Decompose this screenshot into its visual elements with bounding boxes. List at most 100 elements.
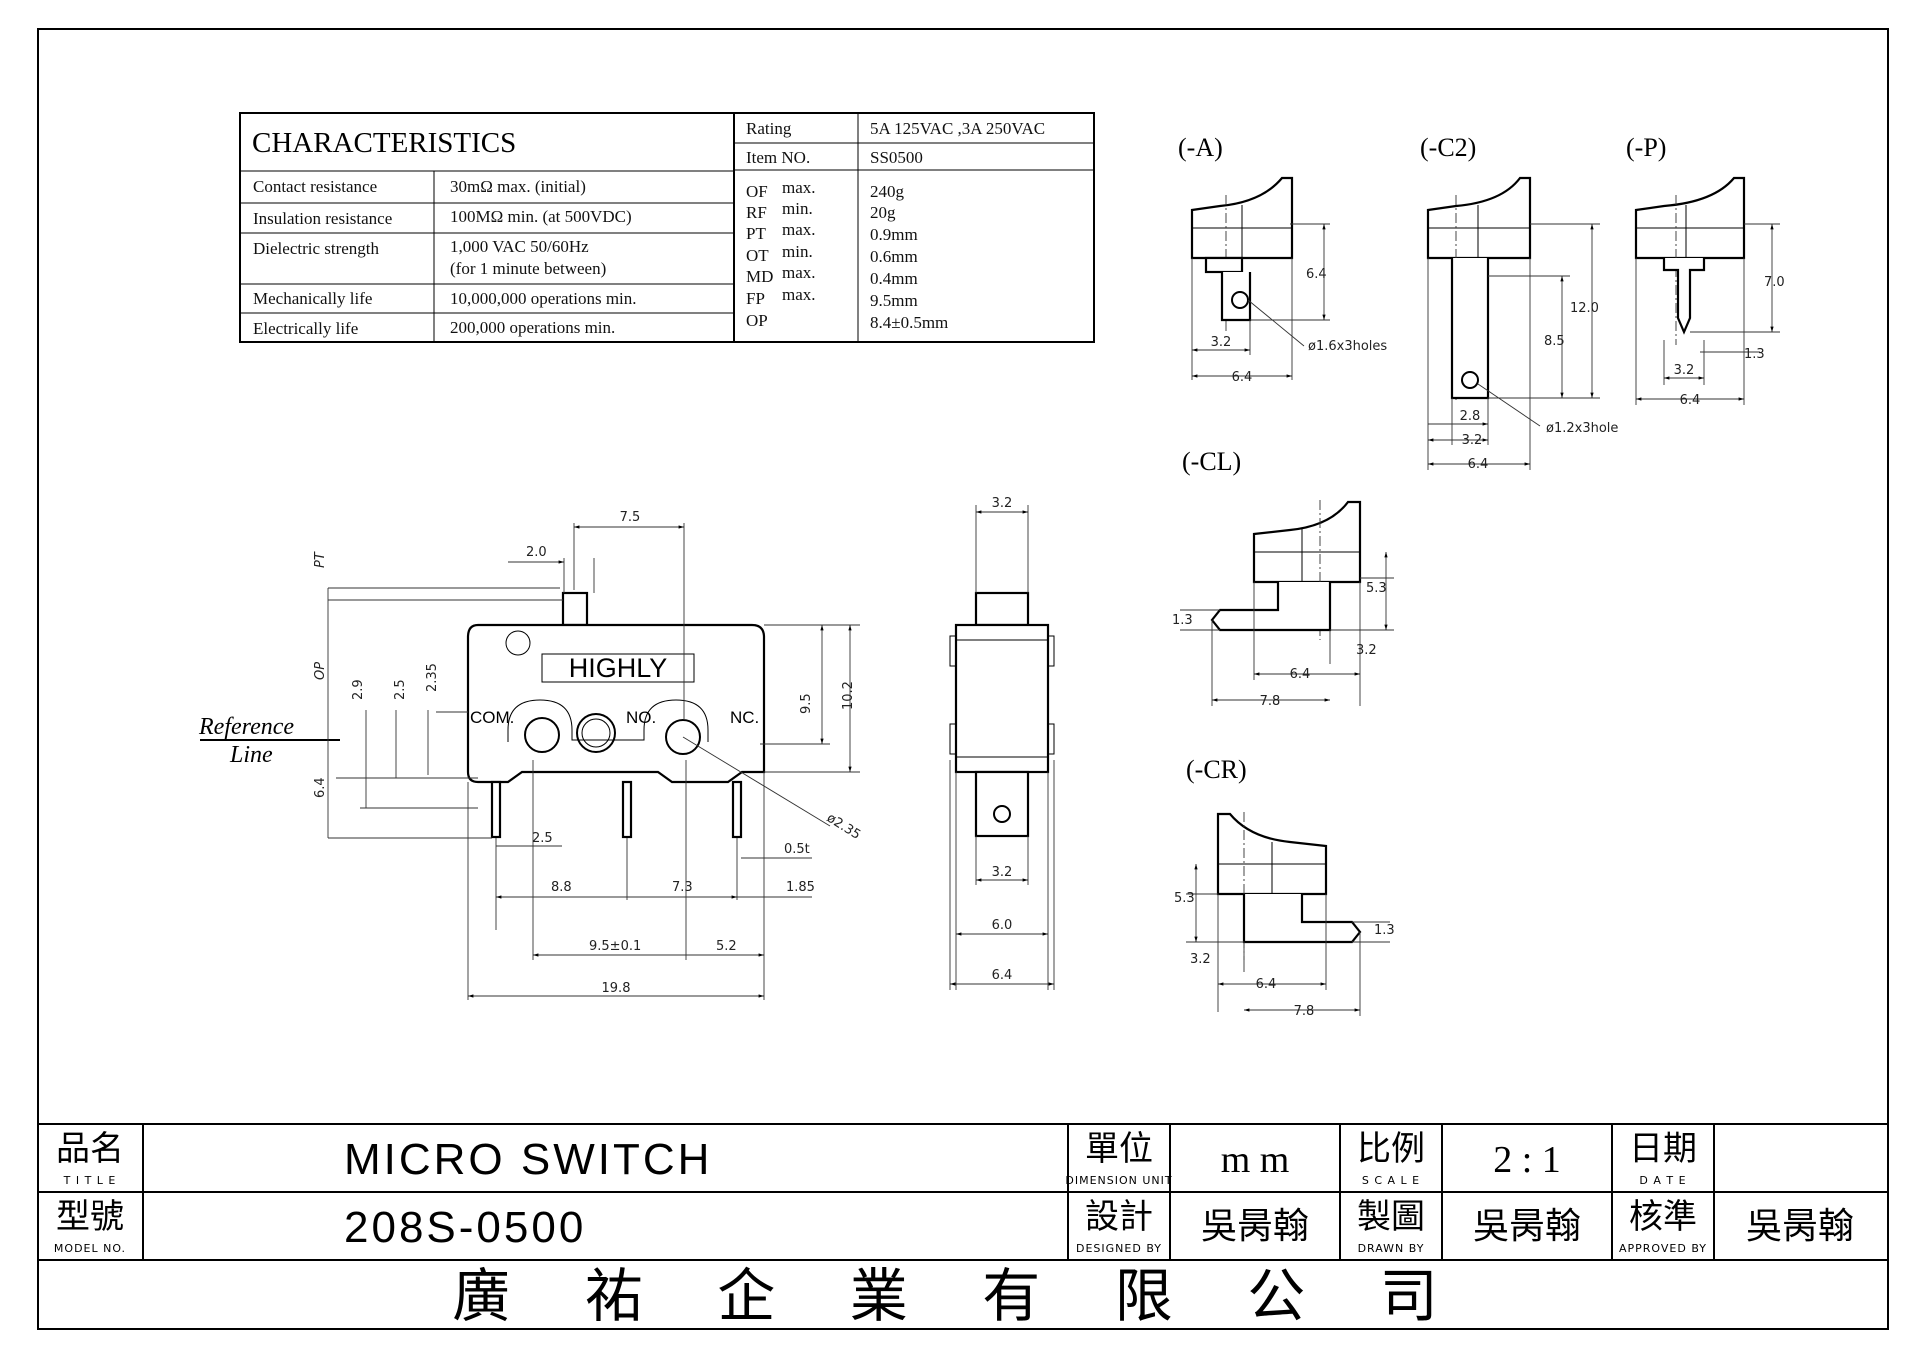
approved-value: 吳昺翰	[1746, 1206, 1854, 1246]
drawn-cn: 製圖	[1357, 1197, 1425, 1237]
plunger	[561, 591, 589, 627]
pin-nc	[731, 780, 743, 839]
dim-5-2: 5.2	[716, 939, 737, 954]
row-label: Contact resistance	[253, 177, 377, 196]
item-label: Item NO.	[746, 148, 810, 167]
terminal-nc-label: NC.	[730, 708, 759, 727]
c2-dim-h1: 12.0	[1570, 301, 1599, 316]
svg-text:min.: min.	[782, 199, 813, 218]
variant-cr: (-CR) 5.3 1.3 3.2 6.4 7.8	[1174, 755, 1395, 1019]
pin-no	[621, 780, 633, 839]
pt-label: PT	[313, 551, 328, 568]
company-name: 廣 祐 企 業 有 限 公 司	[452, 1264, 1468, 1329]
variant-c2: (-C2) 12.0 8.5 ø1.2x3hole 2.8 3.2 6.4	[1420, 133, 1618, 472]
title-en: T I T L E	[63, 1174, 117, 1187]
unit-cn: 單位	[1085, 1129, 1153, 1169]
svg-text:OT: OT	[746, 246, 769, 265]
dim-6-4: 6.4	[313, 777, 328, 798]
characteristics-heading: CHARACTERISTICS	[252, 127, 516, 159]
c2-dim-w3: 6.4	[1468, 457, 1489, 472]
cr-dim-h: 5.3	[1174, 891, 1195, 906]
svg-text:max.: max.	[782, 263, 816, 282]
dim-2-9: 2.9	[351, 679, 366, 700]
rating-label: Rating	[746, 119, 792, 138]
brand-box	[541, 653, 695, 683]
row-value: 10,000,000 operations min.	[450, 289, 637, 308]
scale-cn: 比例	[1357, 1129, 1425, 1169]
force-list: OF max. 240g RF min. 20g PT max. 0.9mm O…	[746, 178, 948, 332]
terminal-com-label: COM.	[470, 708, 514, 727]
a-dim-h: 6.4	[1306, 267, 1327, 282]
dim-10-2: 10.2	[841, 681, 856, 710]
row-value: 100MΩ min. (at 500VDC)	[450, 207, 632, 226]
date-en: D A T E	[1639, 1174, 1686, 1187]
dim-1-85: 1.85	[786, 880, 815, 895]
dim-7-3: 7.3	[672, 880, 693, 895]
svg-text:RF: RF	[746, 203, 767, 222]
title-block: 品名 T I T L E MICRO SWITCH 型號 MODEL NO. 2…	[38, 1123, 1888, 1329]
title-value: MICRO SWITCH	[344, 1135, 712, 1184]
variant-cl-label: (-CL)	[1182, 447, 1241, 476]
svg-text:8.4±0.5mm: 8.4±0.5mm	[870, 313, 948, 332]
variant-a: (-A) 6.4 ø1.6x3holes 3.2 6.4	[1178, 133, 1387, 385]
c2-note: ø1.2x3hole	[1546, 421, 1618, 436]
sheet-border	[37, 28, 1889, 1330]
variant-p: (-P) 7.0 1.3 3.2 6.4	[1626, 133, 1785, 408]
row-label: Electrically life	[253, 319, 358, 338]
a-dim-w1: 3.2	[1211, 335, 1232, 350]
side-dim-top: 3.2	[992, 496, 1013, 511]
row-value-note: (for 1 minute between)	[450, 259, 606, 278]
dim-0-5t: 0.5t	[784, 842, 810, 857]
variant-c2-label: (-C2)	[1420, 133, 1476, 162]
reference-label: Line	[229, 742, 273, 768]
variant-p-label: (-P)	[1626, 133, 1666, 162]
dim-9-5-tol: 9.5±0.1	[589, 939, 641, 954]
svg-text:min.: min.	[782, 242, 813, 261]
cr-dim-w1: 3.2	[1190, 952, 1211, 967]
dim-2-0: 2.0	[526, 545, 547, 560]
cr-dim-t: 1.3	[1374, 923, 1395, 938]
p-dim-w3: 1.3	[1744, 347, 1765, 362]
approved-en: APPROVED BY	[1619, 1242, 1707, 1255]
dim-2-5-pin: 2.5	[532, 831, 553, 846]
mounting-hole-center	[576, 713, 616, 753]
reference-label: Reference	[198, 714, 294, 740]
side-view: 3.2 3.2 6.0 6.4	[949, 496, 1055, 990]
p-dim-h: 7.0	[1764, 275, 1785, 290]
brand-label: HIGHLY	[569, 653, 668, 683]
design-cn: 設計	[1085, 1197, 1153, 1237]
svg-text:max.: max.	[782, 178, 816, 197]
svg-text:0.9mm: 0.9mm	[870, 225, 918, 244]
svg-text:9.5mm: 9.5mm	[870, 291, 918, 310]
drawn-en: DRAWN BY	[1358, 1242, 1425, 1255]
approved-cn: 核準	[1629, 1197, 1697, 1237]
unit-value: m m	[1221, 1139, 1290, 1181]
svg-text:0.6mm: 0.6mm	[870, 247, 918, 266]
svg-text:OP: OP	[746, 311, 768, 330]
design-value: 吳昺翰	[1201, 1206, 1309, 1246]
model-en: MODEL NO.	[54, 1242, 126, 1255]
cl-dim-t: 1.3	[1172, 613, 1193, 628]
cr-dim-w3: 7.8	[1294, 1004, 1315, 1019]
characteristics-table: CHARACTERISTICS Contact resistance 30mΩ …	[239, 112, 1095, 343]
hole-dim: ø2.35	[824, 811, 863, 843]
c2-dim-w2: 3.2	[1462, 433, 1483, 448]
switch-body	[466, 623, 766, 784]
a-note: ø1.6x3holes	[1308, 339, 1387, 354]
row-label: Insulation resistance	[253, 209, 392, 228]
row-value: 200,000 operations min.	[450, 318, 615, 337]
pin-com	[490, 780, 502, 839]
svg-text:max.: max.	[782, 285, 816, 304]
design-en: DESIGNED BY	[1076, 1242, 1162, 1255]
svg-text:20g: 20g	[870, 203, 896, 222]
terminal-no-label: NO.	[626, 708, 656, 727]
front-view: HIGHLY COM. NO. NC. Reference Line PT OP…	[198, 510, 863, 1000]
mounting-hole-left	[524, 717, 560, 753]
rating-value: 5A 125VAC ,3A 250VAC	[870, 119, 1045, 138]
dim-9-5: 9.5	[799, 693, 814, 714]
date-cn: 日期	[1629, 1129, 1697, 1169]
dim-2-5: 2.5	[393, 679, 408, 700]
cl-dim-w3: 7.8	[1260, 694, 1281, 709]
a-dim-w2: 6.4	[1232, 370, 1253, 385]
